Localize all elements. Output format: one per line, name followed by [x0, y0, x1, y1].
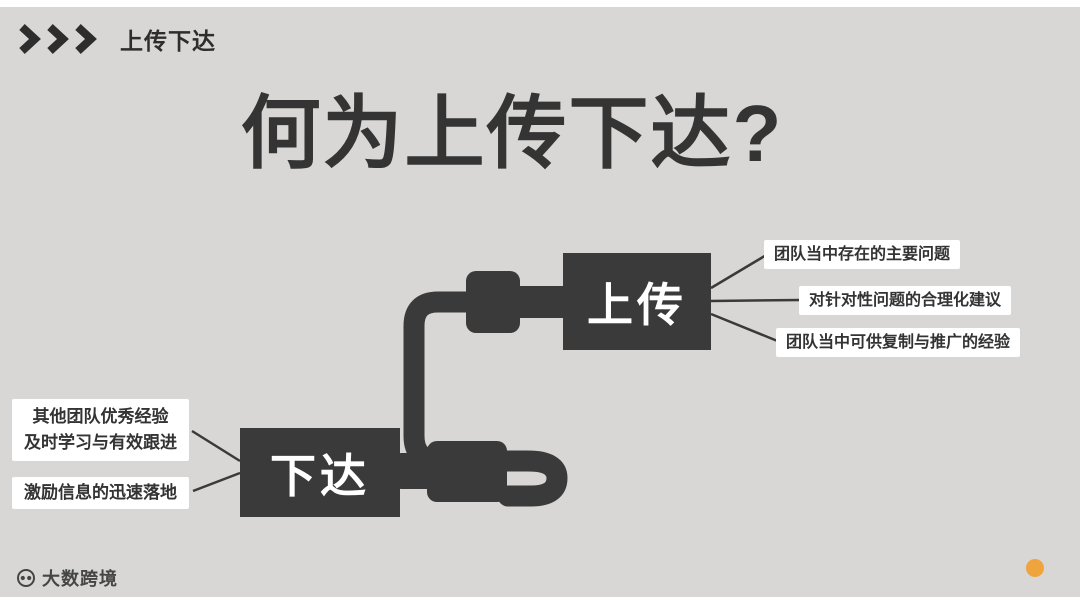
- download-point-1-line-1: 其他团队优秀经验: [32, 407, 169, 426]
- header-title: 上传下达: [120, 28, 216, 54]
- upload-block: 上传: [563, 253, 711, 350]
- upload-point-1: 团队当中存在的主要问题: [764, 240, 961, 269]
- accent-dot: [1026, 559, 1044, 577]
- upload-point-2: 对针对性问题的合理化建议: [799, 286, 1012, 315]
- upload-point-3: 团队当中可供复制与推广的经验: [776, 328, 1021, 357]
- header: 上传下达: [18, 22, 216, 56]
- brand-logo-icon: [17, 569, 35, 587]
- top-margin-strip: [0, 0, 1080, 7]
- upload-block-label: 上传: [587, 278, 687, 331]
- brand-watermark: 大数跨境: [16, 565, 118, 591]
- connector-upload-2: [710, 298, 802, 303]
- download-plug-neck: [398, 453, 430, 489]
- upload-plug-neck: [517, 286, 567, 318]
- connector-upload-3: [710, 312, 781, 344]
- connector-download-1: [191, 429, 241, 463]
- download-point-1: 其他团队优秀经验 及时学习与有效跟进: [12, 399, 189, 461]
- connector-upload-1: [710, 252, 769, 290]
- download-point-1-line-2: 及时学习与有效跟进: [24, 433, 177, 452]
- download-block: 下达: [240, 428, 400, 517]
- page-title: 何为上传下达?: [240, 89, 784, 178]
- brand-name: 大数跨境: [42, 569, 118, 589]
- bottom-margin-strip: [0, 597, 1080, 607]
- download-plug-head: [427, 441, 507, 502]
- triple-chevron-right-icon: [19, 24, 97, 54]
- download-block-label: 下达: [270, 449, 370, 502]
- upload-plug-head: [466, 271, 520, 333]
- download-point-2: 激励信息的迅速落地: [12, 477, 189, 509]
- connector-download-2: [192, 471, 241, 493]
